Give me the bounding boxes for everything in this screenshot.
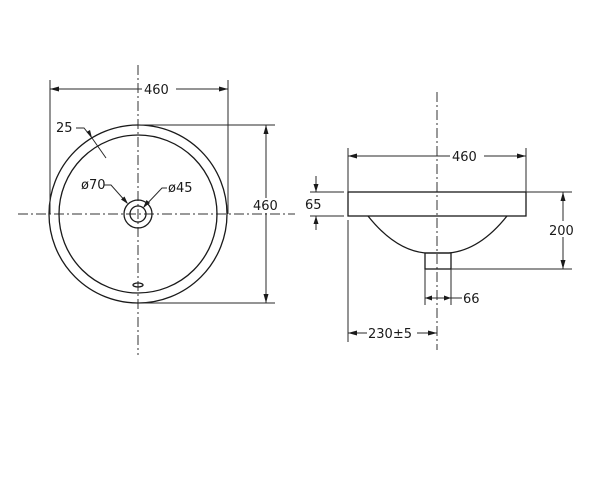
drain-inner-diameter-label: ø45 <box>168 181 193 196</box>
drain-width-label: 66 <box>463 292 480 307</box>
side-height-label: 200 <box>549 224 574 239</box>
arrowhead <box>428 330 437 336</box>
arrowhead <box>517 153 526 159</box>
arrowhead <box>143 200 150 208</box>
rim-width-label: 25 <box>56 121 73 136</box>
basin-inner-rim <box>58 134 218 294</box>
drain-outer-diameter-label: ø70 <box>81 178 106 193</box>
drain-pipe-profile <box>424 252 452 270</box>
overflow-slot <box>132 282 144 288</box>
arrowhead <box>560 192 566 201</box>
drain-outer-leader <box>104 184 128 204</box>
arrowhead <box>121 196 128 204</box>
plan-width-label: 460 <box>144 83 169 98</box>
arrowhead <box>560 260 566 269</box>
arrowhead <box>263 125 269 134</box>
arrowhead <box>425 295 432 301</box>
plan-height-label: 460 <box>253 199 278 214</box>
arrowhead <box>444 295 451 301</box>
side-width-label: 460 <box>452 150 477 165</box>
drain-inner-ring <box>129 205 147 223</box>
drain-inner-leader <box>143 187 167 208</box>
side-view: 460 65 200 66 230±5 <box>305 92 580 350</box>
arrowhead <box>348 153 357 159</box>
plan-view: 460 460 25 ø70 ø45 <box>18 65 295 355</box>
arrowhead <box>50 86 59 92</box>
arrowhead <box>313 184 319 192</box>
drain-offset-label: 230±5 <box>368 327 412 342</box>
arrowhead <box>86 130 92 138</box>
basin-rim-profile <box>347 191 527 217</box>
arrowhead <box>348 330 357 336</box>
arrowhead <box>263 294 269 303</box>
rim-height-label: 65 <box>305 198 322 213</box>
drain-outer-ring <box>123 199 153 229</box>
arrowhead <box>219 86 228 92</box>
arrowhead <box>313 216 319 224</box>
